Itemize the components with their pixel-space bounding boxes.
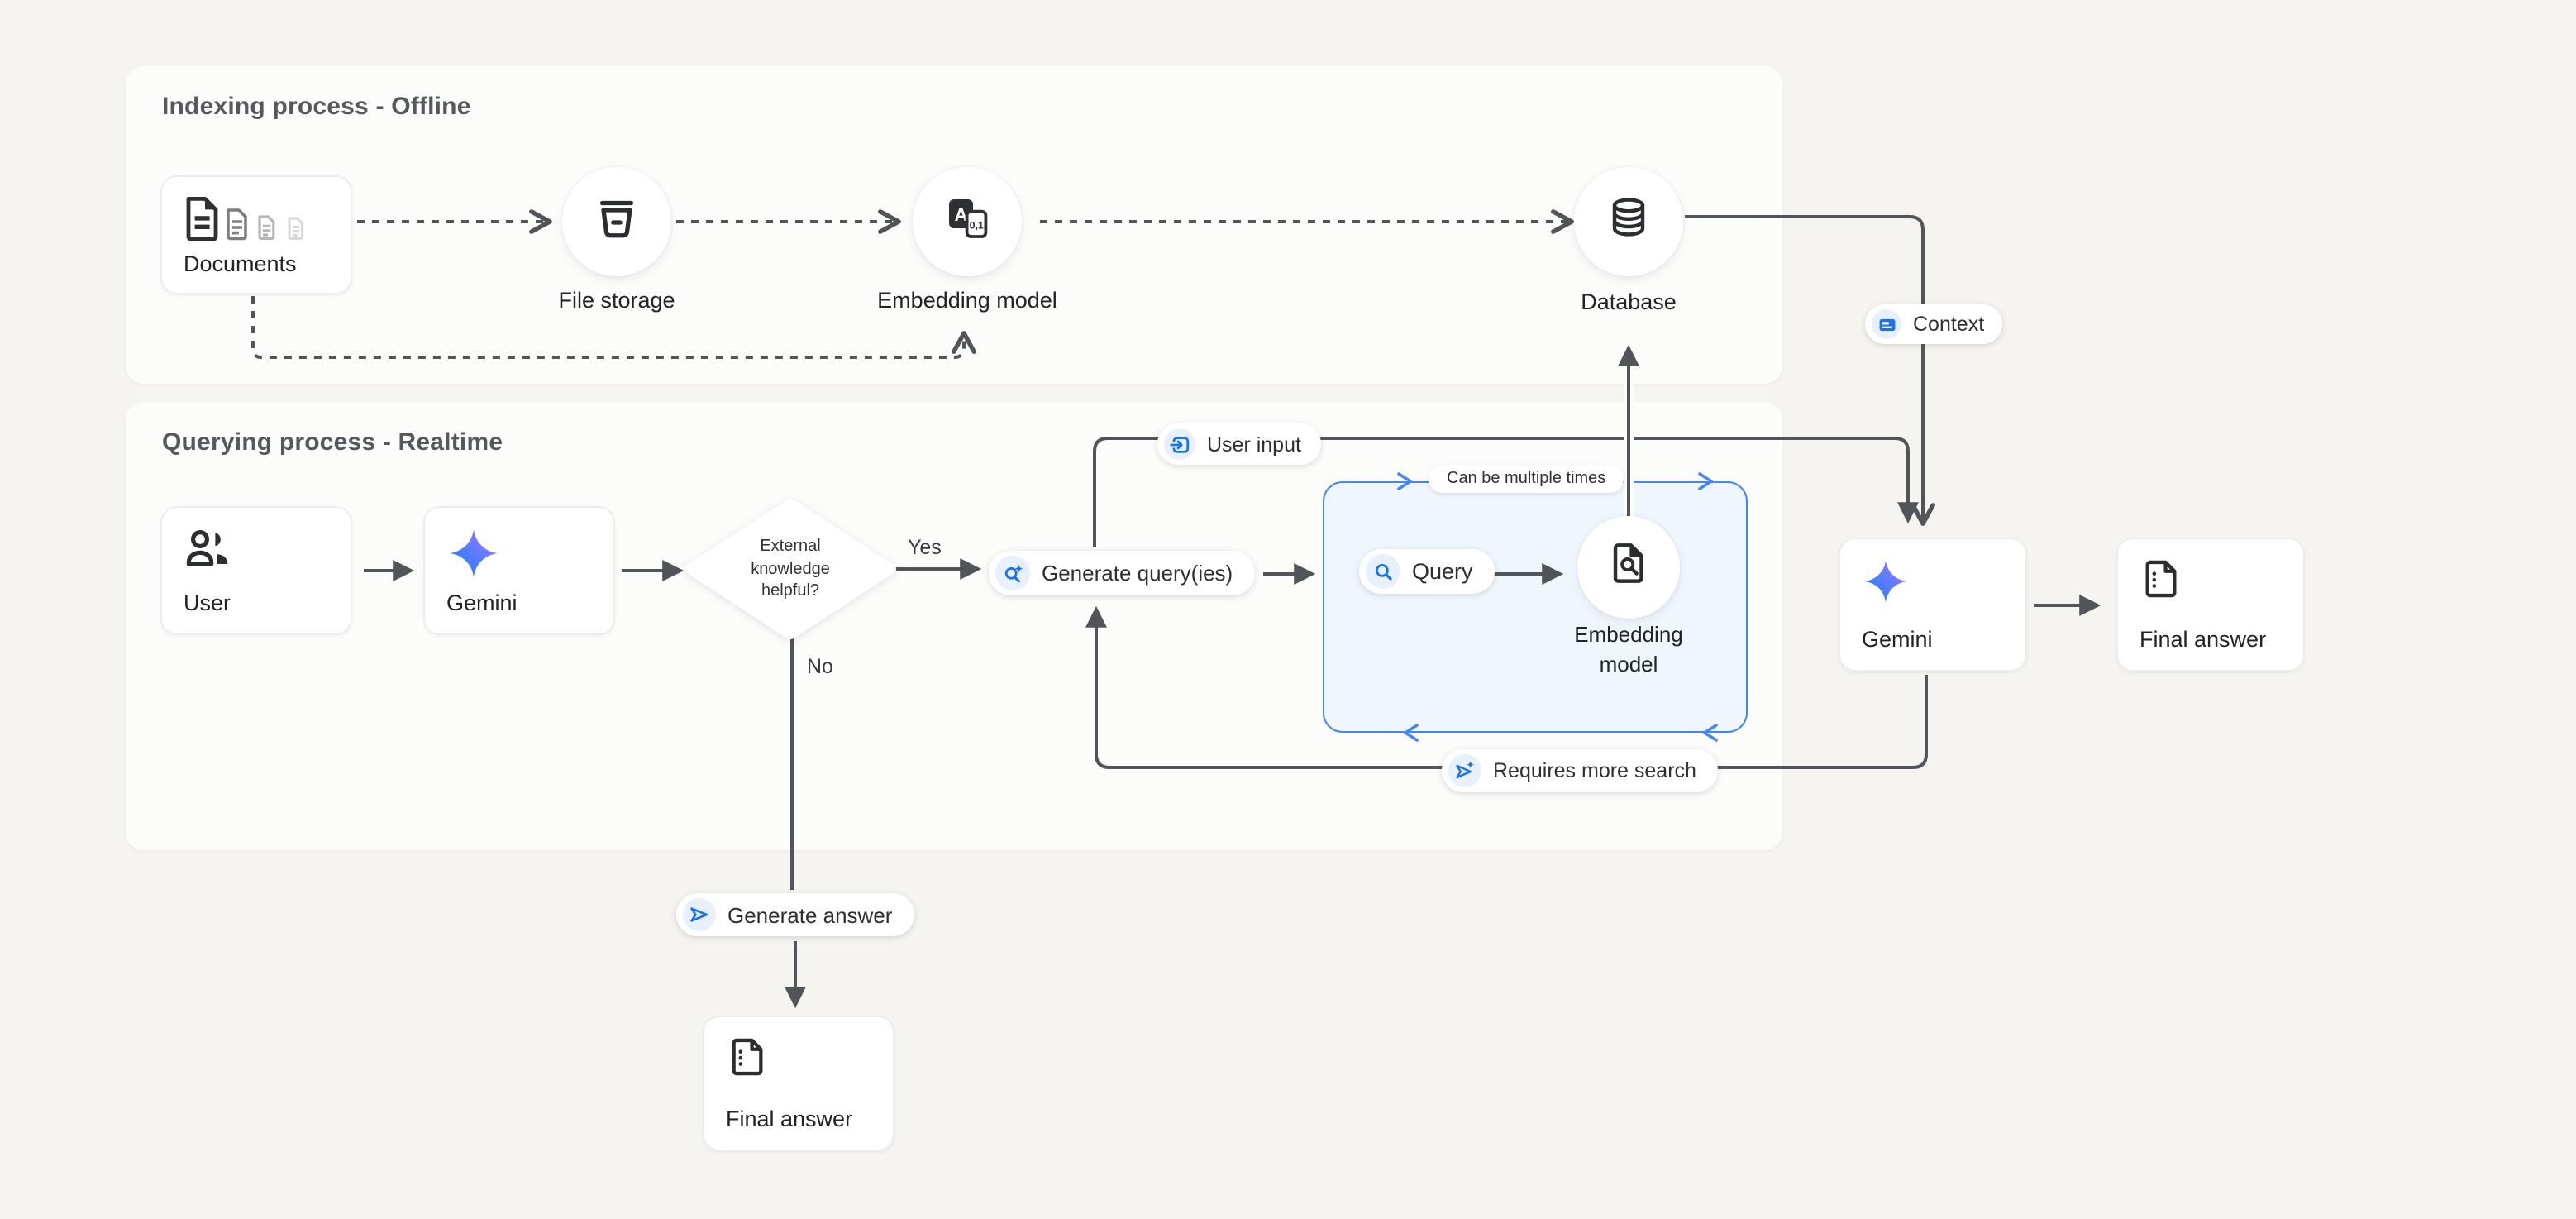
querying-panel-title: Querying process - Realtime: [162, 428, 503, 457]
decision-label: External knowledge helpful?: [751, 538, 830, 600]
edge-requires-more-search-loop: [1085, 605, 1928, 769]
generate-queries-label: Generate query(ies): [1042, 561, 1233, 586]
node-embedding-model-offline: A 0,1: [913, 167, 1022, 276]
badge-requires-more-search: Requires more search: [1442, 749, 1718, 792]
edge-label-yes: Yes: [908, 536, 942, 559]
translate-icon: A 0,1: [942, 193, 992, 251]
file-storage-label: File storage: [558, 288, 675, 313]
requires-more-search-label: Requires more search: [1493, 759, 1696, 782]
doc-search-icon: [1606, 541, 1651, 594]
node-gemini-answer: Gemini: [1839, 538, 2027, 672]
embedding-model-offline-label: Embedding model: [877, 288, 1057, 313]
file-storage-bucket-icon: [592, 193, 642, 251]
documents-icon: [184, 195, 329, 251]
embedding-model-query-label-1: Embedding: [1574, 622, 1683, 647]
decision-diamond: [685, 499, 895, 639]
node-final-answer-main: Final answer: [2116, 538, 2305, 672]
final-answer-main-label: Final answer: [2140, 627, 2267, 652]
generate-answer-label: Generate answer: [727, 902, 893, 927]
user-label: User: [184, 590, 231, 615]
badge-user-input: User input: [1157, 423, 1321, 465]
documents-label: Documents: [184, 251, 297, 276]
gemini-answer-label: Gemini: [1862, 627, 1933, 652]
database-icon: [1604, 193, 1653, 251]
badge-generate-queries: Generate query(ies): [989, 551, 1255, 595]
final-answer-no-label: Final answer: [726, 1107, 853, 1131]
doc-summary-icon: [726, 1035, 871, 1087]
can-be-multiple-times-label: Can be multiple times: [1447, 470, 1606, 488]
users-icon: [184, 526, 329, 579]
gemini-star-icon: [1862, 557, 2004, 614]
context-label: Context: [1913, 313, 1985, 336]
node-embedding-model-query: [1577, 516, 1680, 619]
node-database: [1574, 167, 1683, 276]
gemini-query-label: Gemini: [446, 590, 518, 615]
node-file-storage: [562, 167, 671, 276]
query-label: Query: [1412, 559, 1473, 584]
send-spark-icon: [1448, 754, 1481, 787]
doc-summary-icon: [2140, 557, 2282, 609]
retrieval-loop-box: [1323, 481, 1748, 733]
database-label: Database: [1581, 289, 1677, 314]
indexing-panel-title: Indexing process - Offline: [162, 93, 471, 121]
edge-userinput-to-gemini: [1093, 437, 1919, 547]
send-icon: [683, 898, 716, 931]
loop-direction-chevrons: [1397, 472, 1718, 742]
edge-label-no: No: [807, 655, 833, 678]
node-documents: Documents: [160, 175, 352, 294]
badge-context: Context: [1865, 304, 2003, 344]
search-icon: [1366, 554, 1400, 589]
svg-text:A: A: [954, 203, 967, 224]
badge-query: Query: [1359, 549, 1495, 594]
edge-database-context-to-gemini: [1685, 215, 1935, 526]
input-icon: [1164, 428, 1195, 460]
embedding-model-query-label-2: model: [1599, 652, 1658, 676]
node-user: User: [160, 506, 352, 635]
badge-can-be-multiple-times: Can be multiple times: [1429, 465, 1624, 493]
badge-generate-answer: Generate answer: [676, 893, 914, 936]
gemini-star-icon: [446, 526, 592, 589]
node-final-answer-no: Final answer: [703, 1016, 894, 1151]
user-input-label: User input: [1207, 433, 1301, 456]
svg-text:0,1: 0,1: [970, 218, 984, 230]
search-spark-icon: [995, 556, 1030, 590]
article-icon: [1872, 309, 1901, 339]
node-gemini-query: Gemini: [423, 506, 615, 635]
